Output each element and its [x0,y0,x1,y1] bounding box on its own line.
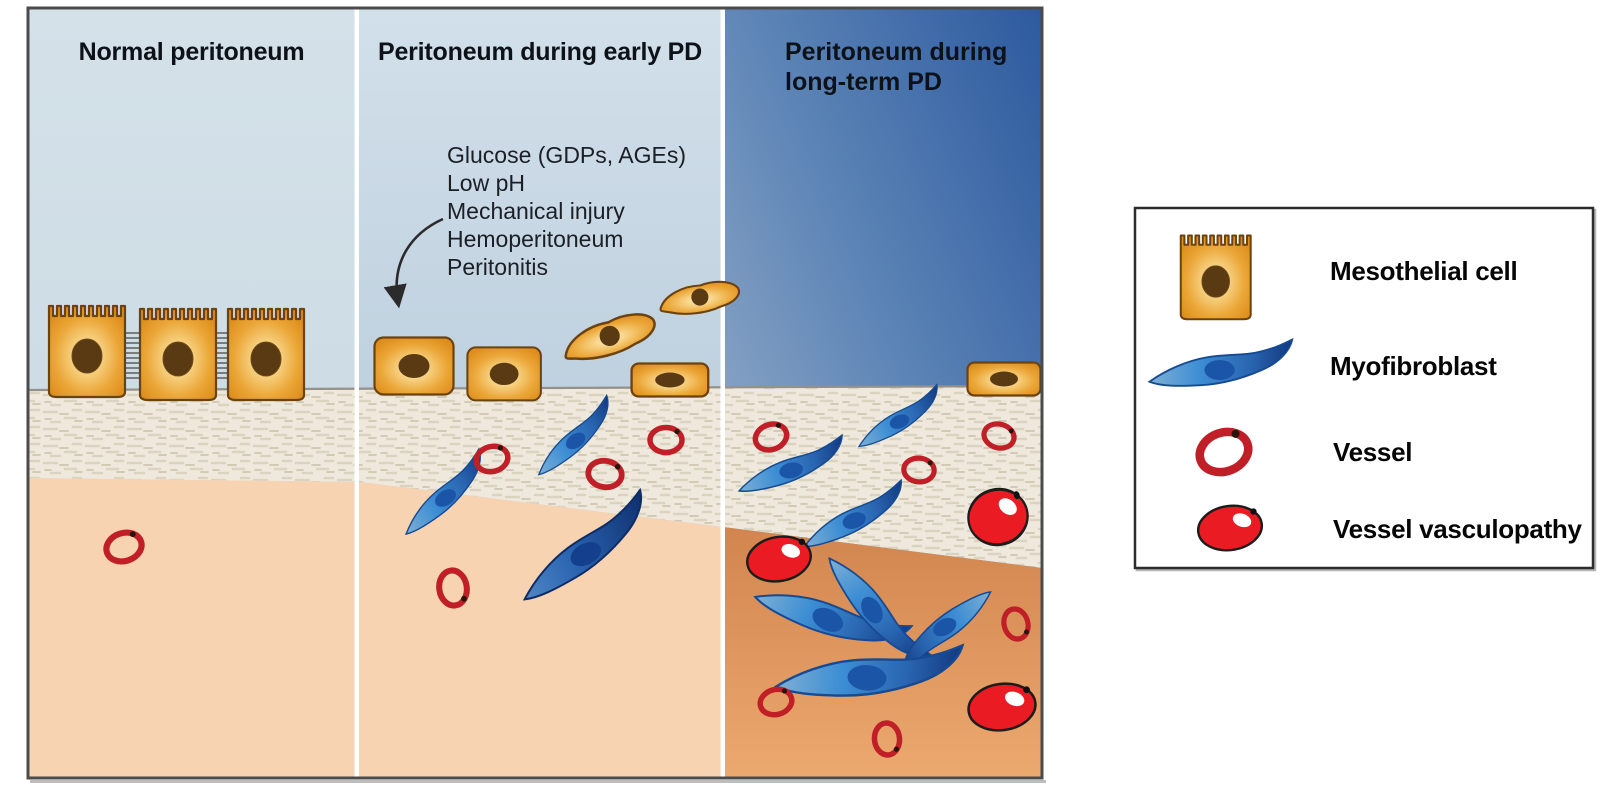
panel-title-normal: Normal peritoneum [78,38,305,66]
legend [1133,206,1597,572]
mesothelial-cell-icon [466,346,542,402]
stressor-item: Glucose (GDPs, AGEs) [447,142,687,168]
mesothelial-cell-icon [47,304,127,399]
panel-divider-1 [354,8,359,778]
diagram-frame [26,6,1044,780]
stressor-list: Glucose (GDPs, AGEs) Low pH Mechanical i… [447,141,686,281]
panel-title-early-pd: Peritoneum during early PD [377,38,703,66]
legend-label-vessel: Vessel [1333,437,1413,467]
mesothelial-cell-icon [630,362,710,398]
tissue-normal-early [28,478,723,778]
stressor-item: Mechanical injury [447,198,625,224]
early-pd-panel-cells [373,217,743,607]
peritoneum-diagram [26,6,1046,783]
panel-title-longterm-line2: long-term PD [785,68,942,96]
stressor-item: Hemoperitoneum [447,226,624,252]
legend-label-mesothelial-cell: Mesothelial cell [1330,256,1518,286]
mesothelial-cell-icon [138,307,218,402]
mesothelial-cell-icon [966,361,1042,397]
tissue-longterm [723,527,1042,778]
stressor-item: Low pH [447,170,525,196]
mesothelial-cell-icon [373,336,455,396]
legend-label-vessel-vasculopathy: Vessel vasculopathy [1333,514,1582,544]
frame-shadow [30,780,1046,783]
stressor-arrow [383,217,444,309]
panel-divider-2 [720,8,725,778]
mesothelial-cell-icon [226,307,306,402]
stressor-item: Peritonitis [447,254,548,280]
mesothelial-cell-icon [1179,234,1252,321]
panel-title-longterm-pd: Peritoneum during long-term PD [785,37,1007,97]
panel-title-longterm-line1: Peritoneum during [785,38,1008,66]
legend-label-myofibroblast: Myofibroblast [1330,351,1497,381]
